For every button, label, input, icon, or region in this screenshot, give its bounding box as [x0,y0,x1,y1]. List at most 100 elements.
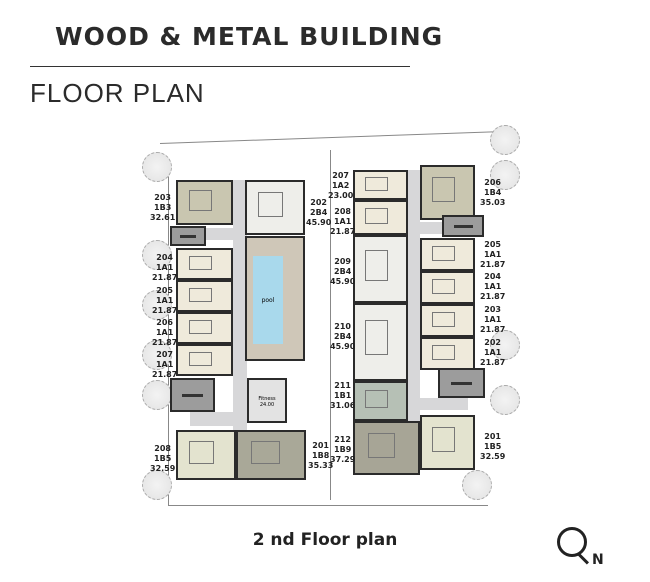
unit-label-text: 206 [156,318,173,327]
page-subtitle: FLOOR PLAN [30,78,205,108]
pool-label: pool [261,296,275,304]
unit-label-text: 45.90 [330,342,356,351]
tree-icon [142,340,172,370]
unit-205[interactable] [420,238,475,271]
corridor [408,398,468,410]
unit-label-text: 205 [484,240,501,249]
unit-label-text: 203 [154,193,171,202]
unit-label-text: 45.90 [330,277,356,286]
unit-label-text: 202 [310,198,327,207]
unit-label-text: 1A1 [155,360,174,369]
unit-label-text: 210 [334,322,351,331]
corridor [205,228,245,240]
tree-icon [142,380,172,410]
unit-label-text: 206 [484,178,501,187]
unit-label-text: 1A1 [483,315,502,324]
tree-icon [490,160,520,190]
north-arrow-icon [557,527,590,565]
unit-label-text: 208 [334,207,351,216]
unit-label-text: 204 [484,272,501,281]
stairwell [170,226,206,246]
unit-206[interactable] [420,165,475,220]
corridor [233,180,247,435]
unit-204[interactable] [420,271,475,304]
unit-label-text: 1A1 [333,217,352,226]
unit-201[interactable] [236,430,306,480]
unit-label-text: 32.59 [480,452,506,461]
unit-202[interactable] [420,337,475,370]
stairwell [442,215,484,237]
unit-label-text: 1A1 [155,328,174,337]
unit-label-text: 207 [156,350,173,359]
unit-label-text: 21.87 [152,273,178,282]
unit-207[interactable] [353,170,408,200]
unit-label-text: 201 [312,441,329,450]
unit-label-text: 21.87 [480,358,506,367]
unit-label-text: 1B5 [484,442,502,451]
unit-label-text: 21.87 [480,292,506,301]
corridor [408,222,443,234]
unit-202[interactable] [245,180,305,235]
unit-label-text: 1B9 [334,445,352,454]
unit-203[interactable] [176,180,233,225]
building-divider [330,150,331,500]
unit-212[interactable] [353,421,420,475]
unit-207[interactable] [176,344,233,376]
unit-204[interactable] [176,248,233,280]
page-title: WOOD & METAL BUILDING [55,22,444,51]
corridor [190,412,245,426]
unit-label-text: 35.03 [480,198,506,207]
unit-label-text: 1B5 [154,454,172,463]
unit-label-text: 21.87 [480,325,506,334]
unit-label-text: 32.59 [150,464,176,473]
unit-label-text: 37.29 [330,455,356,464]
unit-205[interactable] [176,280,233,312]
floor-caption: 2 nd Floor plan [252,530,398,550]
unit-208[interactable] [353,200,408,235]
unit-label-text: 45.90 [306,218,332,227]
unit-label-text: 1A1 [483,348,502,357]
unit-label-text: 2B4 [334,267,352,276]
unit-210[interactable] [353,303,408,381]
unit-label-text: 207 [332,171,349,180]
unit-label-text: 1A1 [155,263,174,272]
tree-icon [490,125,520,155]
unit-label-text: 209 [334,257,351,266]
unit-208[interactable] [176,430,236,480]
unit-label-text: 21.87 [330,227,356,236]
unit-label-text: 1A1 [483,250,502,259]
unit-206[interactable] [176,312,233,344]
unit-label-text: 21.87 [480,260,506,269]
stairwell [438,368,485,398]
unit-label-text: 202 [484,338,501,347]
unit-label-text: 21.87 [152,370,178,379]
unit-209[interactable] [353,235,408,303]
unit-201[interactable] [420,415,475,470]
tree-icon [490,385,520,415]
unit-label-text: 1A1 [155,296,174,305]
unit-203[interactable] [420,304,475,337]
unit-label-text: 32.61 [150,213,176,222]
tree-icon [462,470,492,500]
unit-label-text: 203 [484,305,501,314]
unit-211[interactable] [353,381,408,421]
unit-label-text: 21.87 [152,338,178,347]
site-boundary-left [168,160,169,505]
stairwell [170,378,215,412]
unit-label-text: 208 [154,444,171,453]
north-label: N [592,552,604,568]
